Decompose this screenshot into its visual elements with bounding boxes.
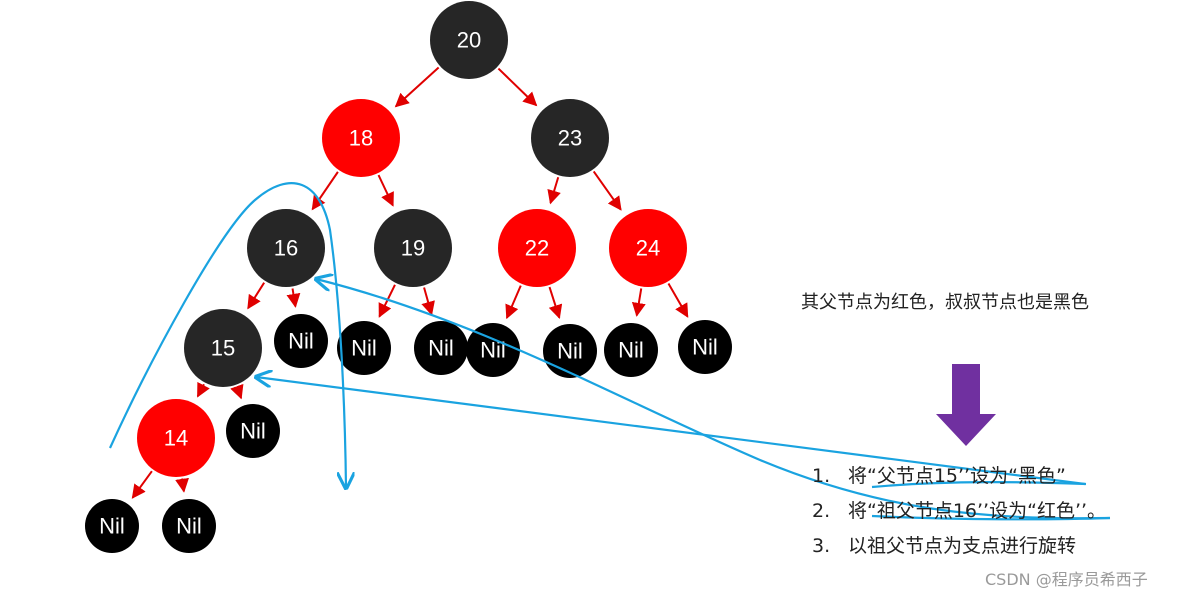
nil-circle xyxy=(85,499,139,553)
tree-node-22: 22 xyxy=(498,209,576,287)
node-label: 23 xyxy=(558,126,582,151)
node-label: 22 xyxy=(525,236,549,261)
nil-label: Nil xyxy=(692,335,718,360)
nil-leaf-node: Nil xyxy=(543,324,597,378)
step-item: 2.将“祖父节点16’’设为“红色’’。 xyxy=(812,500,1107,522)
node-label: 20 xyxy=(457,28,481,53)
node-label: 18 xyxy=(349,126,373,151)
watermark-text: CSDN @程序员希西子 xyxy=(985,570,1148,589)
edge-n24-nil_24l xyxy=(631,288,646,317)
nil-leaf-node: Nil xyxy=(85,499,139,553)
node-circle xyxy=(184,309,262,387)
node-circle xyxy=(374,209,452,287)
pointer-to-parent-15-stroke xyxy=(256,377,1086,486)
down-arrow-icon xyxy=(936,364,996,446)
nil-leaf-node: Nil xyxy=(226,404,280,458)
steps-list: 1.将“父节点15’’设为“黑色” 2.将“祖父节点16’’设为“红色’’。 3… xyxy=(812,462,1106,567)
tree-node-15: 15 xyxy=(184,309,262,387)
nil-label: Nil xyxy=(480,338,506,363)
nil-circle xyxy=(466,323,520,377)
nil-leaf-node: Nil xyxy=(414,321,468,375)
node-circle xyxy=(609,209,687,287)
nil-circle xyxy=(604,323,658,377)
edge-n14-nil_14l xyxy=(131,470,153,499)
nil-label: Nil xyxy=(99,514,125,539)
node-circle xyxy=(247,209,325,287)
nil-circle xyxy=(678,320,732,374)
nil-label: Nil xyxy=(288,329,314,354)
node-label: 15 xyxy=(211,336,235,361)
node-label: 16 xyxy=(274,236,298,261)
nil-circle xyxy=(414,321,468,375)
step-item: 3.以祖父节点为支点进行旋转 xyxy=(812,535,1077,557)
nil-circle xyxy=(274,314,328,368)
edge-n15-n14 xyxy=(196,381,210,398)
step-item: 1.将“父节点15’’设为“黑色” xyxy=(812,465,1066,487)
nil-circle xyxy=(337,321,391,375)
nil-leaf-node: Nil xyxy=(162,499,216,553)
nil-circle xyxy=(226,404,280,458)
nil-leaf-node: Nil xyxy=(337,321,391,375)
tree-node-24: 24 xyxy=(609,209,687,287)
underline-step-2-stroke xyxy=(871,514,1111,521)
node-label: 19 xyxy=(401,236,425,261)
edge-n24-nil_24r xyxy=(667,283,689,318)
node-circle xyxy=(498,209,576,287)
edge-n23-n24 xyxy=(592,170,622,211)
node-label: 24 xyxy=(636,236,660,261)
nil-circle xyxy=(543,324,597,378)
edge-n20-n18 xyxy=(394,66,440,108)
tree-node-18: 18 xyxy=(322,99,400,177)
tree-edges xyxy=(131,66,689,499)
nil-leaf-node: Nil xyxy=(678,320,732,374)
nil-label: Nil xyxy=(240,419,266,444)
nil-label: Nil xyxy=(351,336,377,361)
nil-circle xyxy=(162,499,216,553)
node-circle xyxy=(430,1,508,79)
tree-node-19: 19 xyxy=(374,209,452,287)
edge-n22-nil_22l xyxy=(505,285,522,320)
rotation-arc-stroke xyxy=(108,182,346,488)
edge-n14-nil_14r xyxy=(175,477,189,493)
nil-label: Nil xyxy=(176,514,202,539)
node-circle xyxy=(322,99,400,177)
tree-node-14: 14 xyxy=(137,399,215,477)
node-circle xyxy=(531,99,609,177)
tree-node-23: 23 xyxy=(531,99,609,177)
node-label: 14 xyxy=(164,426,188,451)
pointer-to-grandparent-16-stroke xyxy=(316,279,1111,520)
nil-label: Nil xyxy=(618,338,644,363)
nil-label: Nil xyxy=(428,336,454,361)
edge-n20-n23 xyxy=(497,67,538,107)
edge-n18-n16 xyxy=(311,171,339,211)
edge-n16-n15 xyxy=(247,282,265,310)
case-condition-text: 其父节点为红色，叔叔节点也是黑色 xyxy=(801,292,1089,313)
tree-node-16: 16 xyxy=(247,209,325,287)
edge-n18-n19 xyxy=(377,174,394,207)
nil-label: Nil xyxy=(557,339,583,364)
edge-n16-nil_16r xyxy=(286,288,301,308)
edge-n22-nil_22r xyxy=(548,286,563,320)
nil-leaf-node: Nil xyxy=(604,323,658,377)
nil-leaf-node: Nil xyxy=(274,314,328,368)
underline-step-1-stroke xyxy=(871,481,1087,489)
tree-node-20: 20 xyxy=(430,1,508,79)
node-circle xyxy=(137,399,215,477)
edge-n15-nil_15r xyxy=(230,383,244,400)
edge-n19-nil_19r xyxy=(421,287,435,316)
edge-n23-n22 xyxy=(547,176,561,205)
